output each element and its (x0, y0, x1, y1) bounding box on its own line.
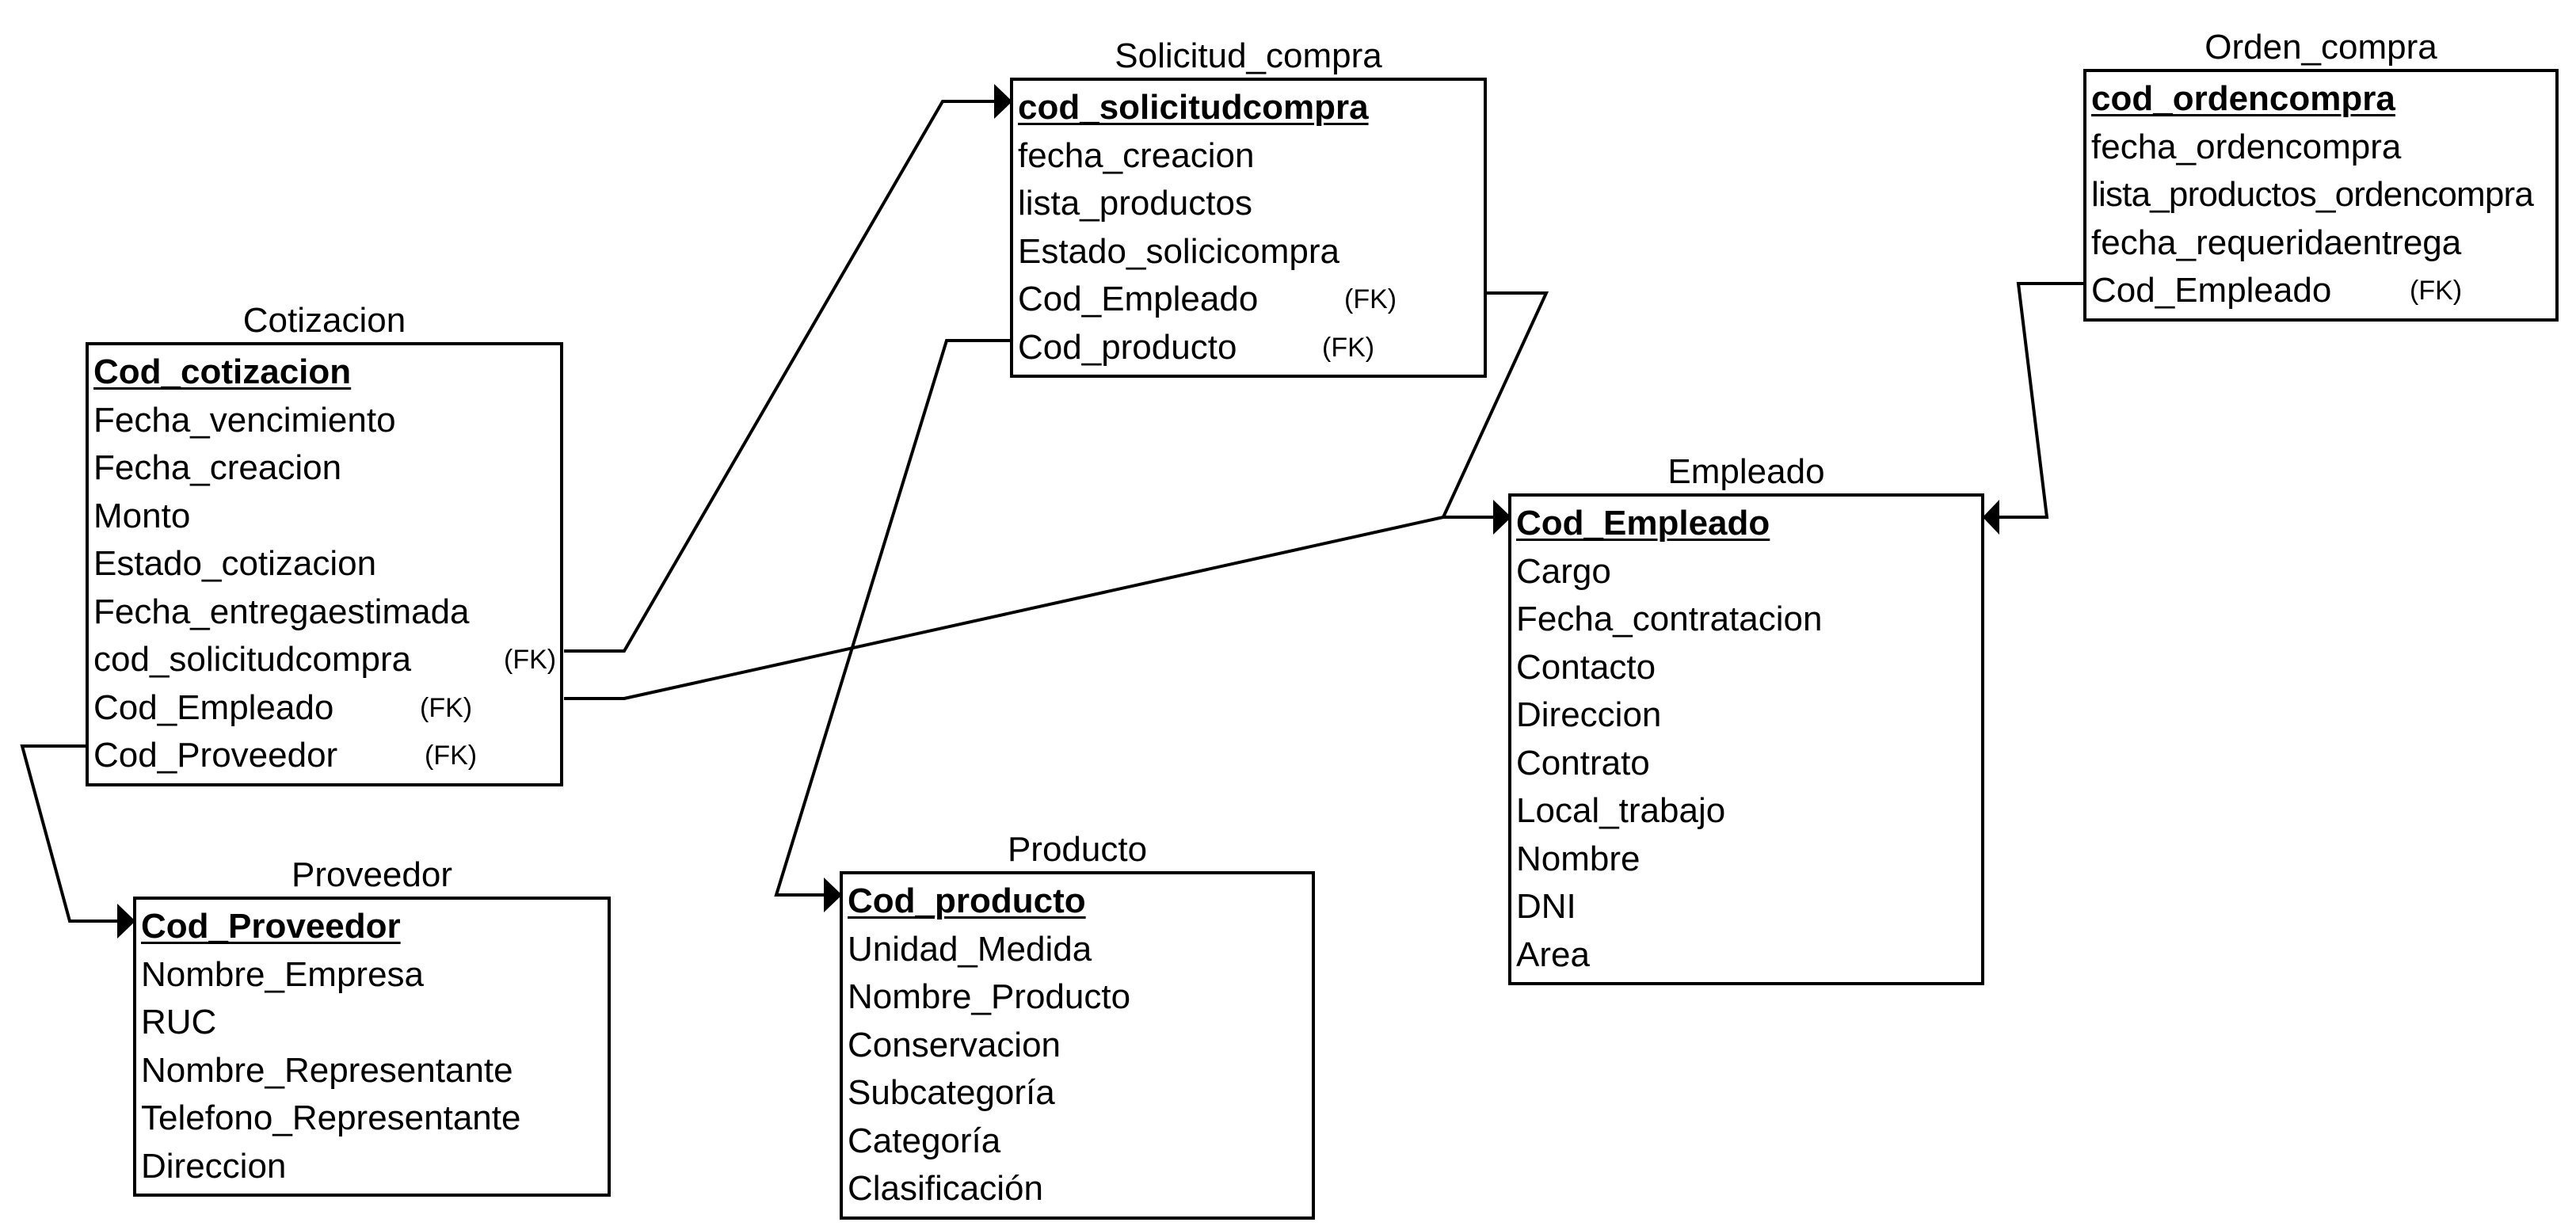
entity-box: cod_ordencompra fecha_ordencompra lista_… (2083, 69, 2559, 322)
entity-proveedor: Proveedor Cod_Proveedor Nombre_Empresa R… (133, 855, 611, 1197)
attribute-foreign-key: Cod_Empleado (FK) (93, 684, 560, 733)
attribute: Estado_cotizacion (93, 544, 377, 583)
attribute-foreign-key: Cod_Empleado (FK) (1018, 276, 1484, 324)
attribute: Unidad_Medida (848, 929, 1092, 969)
fk-marker: (FK) (1322, 332, 1375, 363)
attribute-name: Cod_Empleado (1018, 280, 1259, 318)
attribute: fecha_requeridaentrega (2091, 223, 2462, 262)
rel-orden-empleado (1999, 282, 2083, 519)
entity-orden-compra: Orden_compra cod_ordencompra fecha_orden… (2083, 28, 2559, 322)
attribute: Direccion (141, 1146, 287, 1186)
attribute-foreign-key: Cod_Empleado (FK) (2091, 267, 2555, 315)
attribute: lista_productos (1018, 184, 1252, 223)
attribute: Fecha_entregaestimada (93, 592, 470, 631)
attribute: Telefono_Representante (141, 1098, 521, 1137)
attribute-primary-key: Cod_producto (848, 881, 1086, 920)
entity-title: Cotizacion (242, 301, 406, 340)
attribute: Area (1516, 935, 1590, 974)
attribute-foreign-key: Cod_Proveedor (FK) (93, 732, 560, 780)
entity-title: Proveedor (291, 855, 452, 894)
entity-title: Producto (1007, 830, 1148, 869)
arrowhead-empleado-left (1493, 500, 1511, 535)
attribute: Categoría (848, 1121, 1001, 1160)
entity-title: Empleado (1667, 452, 1825, 491)
attribute-primary-key: cod_solicitudcompra (1018, 88, 1369, 127)
attribute-primary-key: cod_ordencompra (2091, 79, 2395, 118)
arrowhead-proveedor (117, 904, 135, 939)
fk-marker: (FK) (504, 645, 557, 675)
attribute: Fecha_creacion (93, 448, 342, 487)
rel-cotizacion-proveedor (20, 744, 117, 923)
fk-marker: (FK) (425, 741, 478, 771)
attribute-primary-key: Cod_Empleado (1516, 504, 1770, 543)
attribute: Nombre_Representante (141, 1050, 513, 1090)
entity-title: Solicitud_compra (1115, 36, 1382, 75)
attribute: Direccion (1516, 695, 1662, 734)
attribute: fecha_ordencompra (2091, 127, 2402, 166)
attribute: Local_trabajo (1516, 791, 1726, 830)
attribute: fecha_creacion (1018, 135, 1255, 175)
entity-box: Cod_Proveedor Nombre_Empresa RUC Nombre_… (133, 897, 611, 1197)
entity-box: Cod_cotizacion Fecha_vencimiento Fecha_c… (86, 342, 563, 786)
attribute: Contrato (1516, 743, 1650, 782)
entity-box: Cod_Empleado Cargo Fecha_contratacion Co… (1508, 493, 1984, 985)
entity-empleado: Empleado Cod_Empleado Cargo Fecha_contra… (1508, 452, 1984, 985)
fk-marker: (FK) (420, 692, 473, 723)
attribute-name: Cod_Proveedor (93, 736, 338, 775)
attribute: Fecha_vencimiento (93, 400, 396, 440)
attribute: Nombre_Producto (848, 977, 1131, 1016)
attribute-foreign-key: Cod_producto (FK) (1018, 324, 1484, 372)
entity-solicitud-compra: Solicitud_compra cod_solicitudcompra fec… (1010, 36, 1487, 378)
attribute-primary-key: Cod_cotizacion (93, 352, 352, 391)
attribute-name: Cod_Empleado (93, 687, 334, 727)
attribute: Conservacion (848, 1025, 1061, 1064)
attribute: DNI (1516, 887, 1576, 926)
attribute: Fecha_contratacion (1516, 600, 1823, 638)
rel-solicitud-producto (774, 339, 1010, 897)
attribute-name: cod_solicitudcompra (93, 640, 412, 679)
attribute: Nombre (1516, 839, 1640, 878)
arrowhead-empleado-right (1983, 500, 1999, 535)
attribute: Clasificación (848, 1169, 1043, 1208)
arrowhead-solicitud (994, 84, 1012, 119)
arrowhead-producto (824, 878, 842, 912)
attribute-primary-key: Cod_Proveedor (141, 907, 401, 946)
attribute: lista_productos_ordencompra (2091, 175, 2534, 214)
rel-cotizacion-empleado (564, 516, 1493, 700)
entity-cotizacion: Cotizacion Cod_cotizacion Fecha_vencimie… (86, 301, 563, 786)
attribute-foreign-key: cod_solicitudcompra (FK) (93, 636, 560, 684)
entity-box: Cod_producto Unidad_Medida Nombre_Produc… (840, 871, 1315, 1220)
attribute: Contacto (1516, 647, 1656, 687)
rel-solicitud-empleado (1442, 291, 1549, 518)
entity-title: Orden_compra (2204, 28, 2437, 67)
attribute: Subcategoría (848, 1073, 1055, 1112)
attribute: Nombre_Empresa (141, 954, 425, 994)
attribute: Monto (93, 496, 191, 535)
attribute-name: Cod_Empleado (2091, 271, 2332, 310)
attribute: Estado_solicicompra (1018, 231, 1339, 271)
entity-producto: Producto Cod_producto Unidad_Medida Nomb… (840, 830, 1315, 1220)
attribute-name: Cod_producto (1018, 327, 1237, 367)
attribute: RUC (141, 1003, 217, 1041)
fk-marker: (FK) (2410, 276, 2463, 306)
fk-marker: (FK) (1344, 284, 1397, 314)
attribute: Cargo (1516, 551, 1611, 591)
entity-box: cod_solicitudcompra fecha_creacion lista… (1010, 78, 1487, 378)
rel-cotizacion-solicitud (564, 100, 994, 653)
